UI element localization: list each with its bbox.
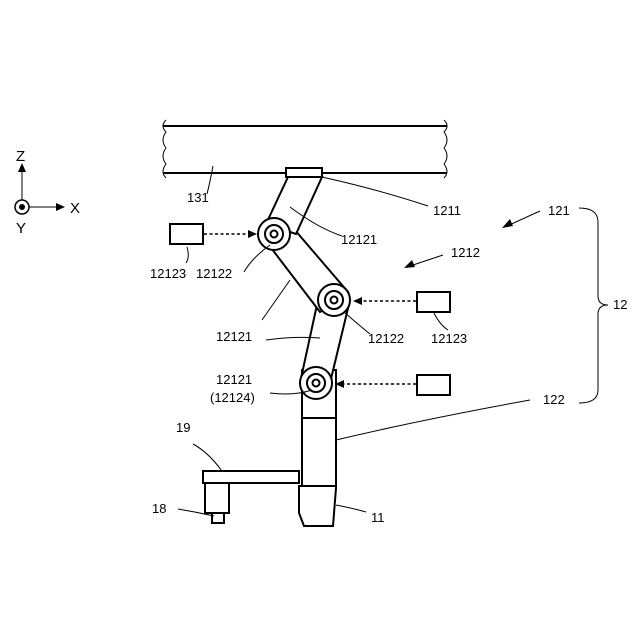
actuator-middle bbox=[353, 292, 450, 312]
pointer-121 bbox=[502, 211, 540, 228]
actuator-lower-box bbox=[417, 375, 450, 395]
sensor-body bbox=[205, 483, 229, 513]
ceiling-left-break bbox=[163, 120, 166, 178]
label-12: 12 bbox=[613, 297, 627, 312]
label-12123-left: 12123 bbox=[150, 266, 186, 281]
joint-middle bbox=[318, 284, 350, 316]
pointer-1212 bbox=[404, 255, 443, 268]
x-axis-label: X bbox=[70, 200, 80, 217]
label-131: 131 bbox=[187, 190, 209, 205]
joint-top bbox=[258, 218, 290, 250]
label-122: 122 bbox=[543, 392, 565, 407]
pointer-1212-arrow-icon bbox=[404, 260, 415, 268]
leader-12123-left bbox=[186, 247, 188, 263]
pointer-121-arrow-icon bbox=[502, 219, 513, 228]
y-axis-label: Y bbox=[16, 220, 26, 237]
joint-top-inner bbox=[271, 231, 278, 238]
y-axis-dot-icon bbox=[19, 204, 25, 210]
joint-middle-inner bbox=[331, 297, 338, 304]
label-12123-right: 12123 bbox=[431, 331, 467, 346]
label-121: 121 bbox=[548, 203, 570, 218]
end-effector-body bbox=[299, 415, 336, 526]
label-12122-left: 12122 bbox=[196, 266, 232, 281]
leader-122 bbox=[336, 400, 530, 440]
z-axis-label: Z bbox=[16, 148, 25, 165]
label-12122-right: 12122 bbox=[368, 331, 404, 346]
actuator-lower bbox=[335, 375, 450, 395]
actuator-top-box bbox=[170, 224, 203, 244]
tool-column bbox=[299, 415, 336, 526]
label-12121-upper: 12121 bbox=[341, 232, 377, 247]
x-arrowhead-icon bbox=[56, 203, 65, 211]
actuator-top-arrow-icon bbox=[248, 230, 257, 238]
label-1211: 1211 bbox=[433, 203, 461, 218]
bracket-arm bbox=[203, 471, 299, 483]
label-11: 11 bbox=[371, 510, 385, 525]
pointer-1212-line bbox=[410, 255, 443, 266]
leader-12123-right bbox=[434, 313, 448, 330]
actuator-top bbox=[170, 224, 257, 244]
ceiling-right-break bbox=[444, 120, 447, 178]
label-12124: (12124) bbox=[210, 390, 255, 405]
leader-12121-middle bbox=[262, 280, 290, 320]
label-18: 18 bbox=[152, 501, 166, 516]
joint-lower-inner bbox=[313, 380, 320, 387]
label-12121-middle: 12121 bbox=[216, 329, 252, 344]
bracket-assembly bbox=[203, 471, 299, 523]
actuator-middle-box bbox=[417, 292, 450, 312]
label-19: 19 bbox=[176, 420, 190, 435]
label-1212: 1212 bbox=[451, 245, 480, 260]
coordinate-axes: Z X Y bbox=[15, 148, 80, 237]
label-12121-lower: 12121 bbox=[216, 372, 252, 387]
sensor-tip bbox=[212, 513, 224, 523]
leader-19 bbox=[193, 444, 222, 471]
base-mount bbox=[286, 168, 322, 177]
joint-lower bbox=[300, 367, 332, 399]
leader-1211 bbox=[322, 177, 428, 206]
leader-12122-right bbox=[344, 312, 370, 334]
robot-brace bbox=[579, 208, 608, 403]
leader-11 bbox=[336, 505, 366, 512]
actuator-middle-arrow-icon bbox=[353, 297, 362, 305]
